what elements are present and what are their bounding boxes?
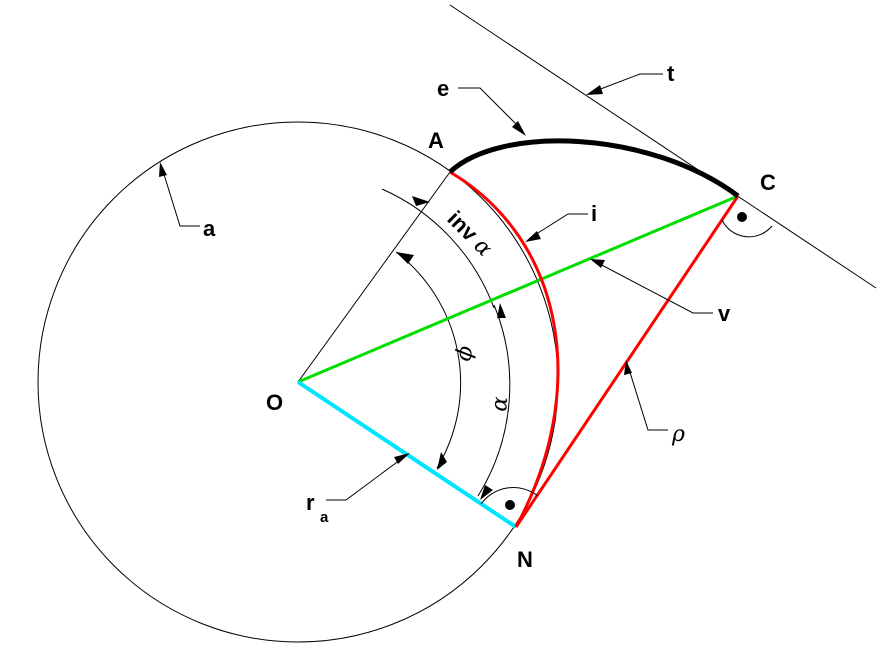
leader-i <box>529 213 588 239</box>
arrowhead-leader-rho <box>624 360 632 375</box>
label-O: O <box>266 390 283 415</box>
radius-OC-green <box>297 194 739 384</box>
right-angle-dot-C <box>737 212 747 222</box>
label-alpha: α <box>487 395 513 412</box>
right-angle-arc-N <box>480 487 539 505</box>
label-phi: ϕ <box>451 344 478 363</box>
arrowhead-leader-a <box>159 162 167 177</box>
arrowhead-leader-t <box>586 85 603 95</box>
label-r: r <box>306 490 315 515</box>
arrowhead-inv-start <box>412 196 430 206</box>
angle-arc-inv-alpha <box>381 188 495 309</box>
label-rho: ρ <box>671 422 685 447</box>
arrowhead-leader-ra <box>394 453 410 464</box>
arrowhead-phi-start <box>396 252 414 264</box>
tip-arc-e <box>448 138 740 199</box>
arrowhead-leader-v <box>590 259 605 268</box>
label-A: A <box>428 128 444 153</box>
angle-arc-phi <box>395 251 462 469</box>
label-v: v <box>718 301 731 326</box>
line-NC-rho <box>514 195 740 528</box>
leader-ra <box>326 456 405 501</box>
leader-t <box>589 73 663 94</box>
arrowhead-phi-end <box>437 452 447 470</box>
label-C: C <box>760 170 776 195</box>
label-e: e <box>437 76 449 101</box>
label-i: i <box>591 201 597 226</box>
angle-arc-alpha <box>477 304 511 497</box>
label-t: t <box>667 61 675 86</box>
right-angle-dot-N <box>505 500 515 510</box>
leader-v <box>595 261 713 314</box>
involute-curve-i <box>449 170 560 528</box>
right-angle-arc-C <box>721 219 773 238</box>
label-N: N <box>517 547 533 572</box>
svg-text:inv: inv <box>442 206 483 247</box>
arrowhead-alpha-start <box>497 303 506 318</box>
arrowhead-leader-i <box>525 231 541 242</box>
label-a: a <box>203 216 216 241</box>
leader-a <box>161 167 200 227</box>
tangent-line <box>449 4 877 289</box>
arrowhead-alpha-end <box>480 485 493 500</box>
label-inv-alpha: inv α <box>442 206 496 262</box>
radius-OA <box>297 171 451 383</box>
leader-rho <box>627 365 668 431</box>
label-r-subscript: a <box>320 509 329 526</box>
arrowhead-leader-e <box>512 121 526 136</box>
leader-e <box>458 87 523 131</box>
